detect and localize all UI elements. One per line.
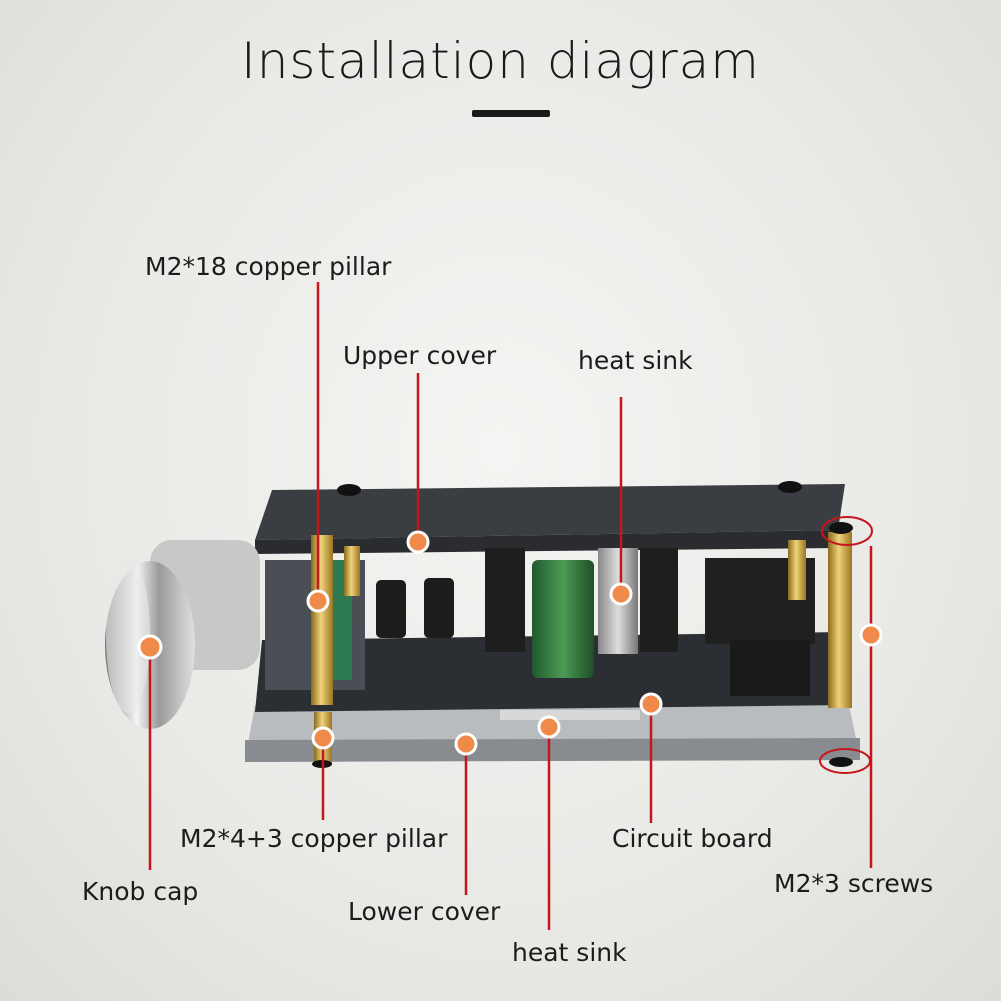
marker-dot [311,726,335,750]
label-heat-sink-bottom: heat sink [512,938,627,967]
upper-cover-plate [255,481,845,554]
label-upper-cover: Upper cover [343,341,497,370]
leader-lines [148,282,873,930]
marker-dots [137,530,883,756]
marker-dot [639,692,663,716]
marker-dot [406,530,430,554]
marker-dot [859,623,883,647]
label-knob-cap: Knob cap [82,877,199,906]
title-underline [472,110,550,117]
knob [105,540,260,729]
label-m2-3-screws: M2*3 screws [774,869,934,898]
screw-highlight-top [821,516,873,546]
page-title: Installation diagram [241,32,760,90]
marker-dot [537,715,561,739]
label-heat-sink-top: heat sink [578,346,693,375]
marker-dot [137,634,163,660]
marker-dot [609,582,633,606]
marker-dot [306,589,330,613]
label-circuit-board: Circuit board [612,824,773,853]
marker-dot [454,732,478,756]
label-m2-18-copper-pillar: M2*18 copper pillar [145,252,392,281]
label-m2-4-3-copper-pillar: M2*4+3 copper pillar [180,824,448,853]
label-lower-cover: Lower cover [348,897,501,926]
copper-pillars [311,522,853,768]
